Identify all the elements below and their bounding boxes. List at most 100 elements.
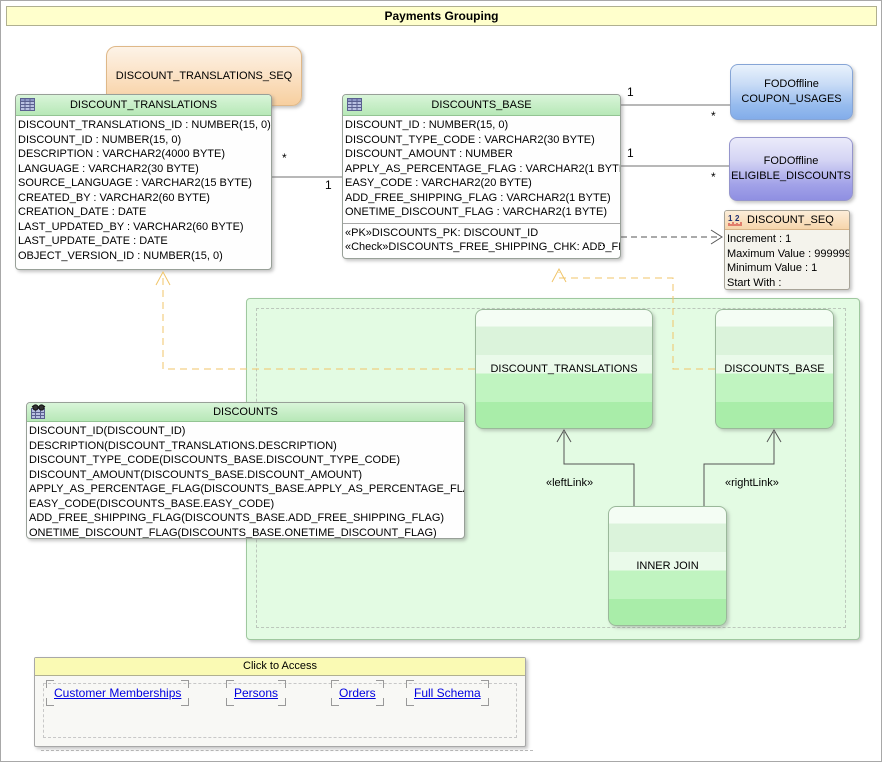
table-discounts-base[interactable]: DISCOUNTS_BASE DISCOUNT_ID : NUMBER(15, … — [342, 94, 621, 259]
arrowhead-right — [710, 229, 723, 245]
offline-node-eligible-discounts[interactable]: FODOffline ELIGIBLE_DISCOUNTS — [729, 137, 853, 201]
query-node-discounts-base[interactable]: DISCOUNTS_BASE — [715, 309, 834, 429]
link-text[interactable]: Orders — [339, 686, 376, 700]
query-node-label: DISCOUNTS_BASE — [724, 363, 825, 375]
sequence-property-list: Increment : 1 Maximum Value : 999999999 … — [725, 230, 849, 289]
link-persons[interactable]: Persons — [226, 680, 287, 706]
query-node-label: DISCOUNT_TRANSLATIONS — [490, 363, 638, 375]
column-row: ADD_FREE_SHIPPING_FLAG : VARCHAR2(1 BYTE… — [345, 191, 611, 204]
table-icon — [347, 98, 362, 111]
key-list: «PK»DISCOUNTS_PK: DISCOUNT_ID «Check»DIS… — [343, 222, 620, 255]
link-text[interactable]: Full Schema — [414, 686, 481, 700]
bracket-corner — [406, 698, 414, 706]
multiplicity-label: 1 — [627, 85, 634, 99]
diagram-title: Payments Grouping — [6, 6, 877, 26]
query-node-discount-translations[interactable]: DISCOUNT_TRANSLATIONS — [475, 309, 653, 429]
link-customer-memberships[interactable]: Customer Memberships — [46, 680, 190, 706]
table-header: DISCOUNT_TRANSLATIONS — [16, 95, 271, 116]
sequence-box-header: 1 2 DISCOUNT_SEQ — [725, 211, 849, 230]
click-to-access-panel: Click to Access Customer Memberships Per… — [34, 657, 526, 747]
view-column-list: DISCOUNT_ID(DISCOUNT_ID) DESCRIPTION(DIS… — [27, 422, 464, 539]
view-glasses-icon — [31, 404, 46, 419]
multiplicity-label: 1 — [325, 178, 332, 192]
bracket-corner — [331, 680, 339, 688]
bracket-corner — [375, 680, 384, 688]
right-link-label: «rightLink» — [725, 477, 779, 489]
column-row: DESCRIPTION : VARCHAR2(4000 BYTE) — [18, 148, 226, 160]
truncation-indicator: .. — [599, 237, 606, 249]
column-row: DISCOUNT_AMOUNT : NUMBER — [345, 148, 513, 160]
column-row: EASY_CODE : VARCHAR2(20 BYTE) — [345, 177, 532, 189]
multiplicity-label: 1 — [627, 146, 634, 160]
bracket-corner — [480, 698, 489, 706]
bracket-corner — [181, 698, 190, 706]
bracket-corner — [181, 680, 190, 688]
link-text[interactable]: Persons — [234, 686, 279, 700]
link-text[interactable]: Customer Memberships — [54, 686, 182, 700]
view-discounts[interactable]: DISCOUNTS DISCOUNT_ID(DISCOUNT_ID) DESCR… — [26, 402, 465, 539]
sequence-node-label: DISCOUNT_TRANSLATIONS_SEQ — [115, 70, 293, 82]
view-column-row: DISCOUNT_ID(DISCOUNT_ID) — [29, 425, 186, 437]
multiplicity-label: * — [711, 170, 716, 184]
column-row: SOURCE_LANGUAGE : VARCHAR2(15 BYTE) — [18, 177, 252, 189]
click-to-access-title: Click to Access — [35, 658, 525, 676]
offline-node-coupon-usages[interactable]: FODOffline COUPON_USAGES — [730, 64, 853, 120]
column-row: DISCOUNT_ID : NUMBER(15, 0) — [345, 119, 509, 131]
bracket-corner — [331, 698, 339, 706]
view-column-row: DESCRIPTION(DISCOUNT_TRANSLATIONS.DESCRI… — [29, 439, 337, 452]
key-row: «PK»DISCOUNTS_PK: DISCOUNT_ID — [345, 226, 539, 239]
column-list: DISCOUNT_ID : NUMBER(15, 0) DISCOUNT_TYP… — [343, 116, 620, 220]
offline-node-name: COUPON_USAGES — [741, 93, 842, 105]
column-row: ONETIME_DISCOUNT_FLAG : VARCHAR2(1 BYTE) — [345, 206, 608, 218]
column-row: LANGUAGE : VARCHAR2(30 BYTE) — [18, 162, 199, 175]
bracket-corner — [46, 698, 54, 706]
left-link-label: «leftLink» — [546, 477, 594, 489]
click-to-access-frame — [43, 683, 517, 738]
link-full-schema[interactable]: Full Schema — [406, 680, 489, 706]
selection-marquee — [41, 750, 533, 751]
column-row: LAST_UPDATE_DATE : DATE — [18, 235, 168, 247]
query-node-label: INNER JOIN — [636, 560, 699, 572]
sequence-property: Minimum Value : 1 — [727, 262, 818, 274]
bracket-corner — [406, 680, 414, 688]
bracket-corner — [226, 698, 234, 706]
link-orders[interactable]: Orders — [331, 680, 384, 706]
bracket-corner — [375, 698, 384, 706]
column-row: DISCOUNT_TYPE_CODE : VARCHAR2(30 BYTE) — [345, 133, 595, 146]
view-column-row: DISCOUNT_TYPE_CODE(DISCOUNTS_BASE.DISCOU… — [29, 454, 401, 466]
bracket-corner — [278, 680, 287, 688]
view-header: DISCOUNTS — [27, 403, 464, 422]
sequence-property: Increment : 1 — [727, 233, 792, 245]
table-icon — [20, 98, 35, 111]
svg-text:1: 1 — [728, 214, 733, 223]
table-title: DISCOUNT_TRANSLATIONS — [69, 99, 218, 111]
column-row: CREATION_DATE : DATE — [18, 206, 147, 218]
multiplicity-label: * — [282, 151, 287, 165]
view-column-row: ADD_FREE_SHIPPING_FLAG(DISCOUNTS_BASE.AD… — [29, 512, 445, 524]
multiplicity-label: * — [711, 109, 716, 123]
table-header: DISCOUNTS_BASE — [343, 95, 620, 116]
svg-text:2: 2 — [735, 214, 740, 223]
key-row: «Check»DISCOUNTS_FREE_SHIPPING_CHK: ADD_… — [345, 241, 620, 253]
column-row: DISCOUNT_ID : NUMBER(15, 0) — [18, 133, 182, 146]
query-node-inner-join[interactable]: INNER JOIN — [608, 506, 727, 626]
table-title: DISCOUNTS_BASE — [431, 99, 532, 111]
table-discount-translations[interactable]: DISCOUNT_TRANSLATIONS DISCOUNT_TRANSLATI… — [15, 94, 272, 270]
arrowhead-up — [155, 270, 171, 286]
sequence-12-icon: 1 2 — [728, 214, 742, 226]
offline-node-name: ELIGIBLE_DISCOUNTS — [731, 170, 851, 182]
offline-node-package: FODOffline — [764, 78, 819, 90]
column-row: APPLY_AS_PERCENTAGE_FLAG : VARCHAR2(1 BY… — [345, 162, 620, 175]
column-row: CREATED_BY : VARCHAR2(60 BYTE) — [18, 191, 210, 204]
sequence-property: Start With : — [727, 276, 782, 289]
sequence-box-discount-seq[interactable]: 1 2 DISCOUNT_SEQ Increment : 1 Maximum V… — [724, 210, 850, 290]
view-title: DISCOUNTS — [213, 406, 278, 418]
view-column-row: ONETIME_DISCOUNT_FLAG(DISCOUNTS_BASE.ONE… — [29, 526, 437, 539]
column-row: DISCOUNT_TRANSLATIONS_ID : NUMBER(15, 0) — [18, 119, 271, 131]
view-column-row: APPLY_AS_PERCENTAGE_FLAG(DISCOUNTS_BASE.… — [29, 483, 464, 495]
column-row: LAST_UPDATED_BY : VARCHAR2(60 BYTE) — [18, 220, 244, 233]
bracket-corner — [46, 680, 54, 688]
view-column-row: EASY_CODE(DISCOUNTS_BASE.EASY_CODE) — [29, 497, 275, 510]
bracket-corner — [226, 680, 234, 688]
